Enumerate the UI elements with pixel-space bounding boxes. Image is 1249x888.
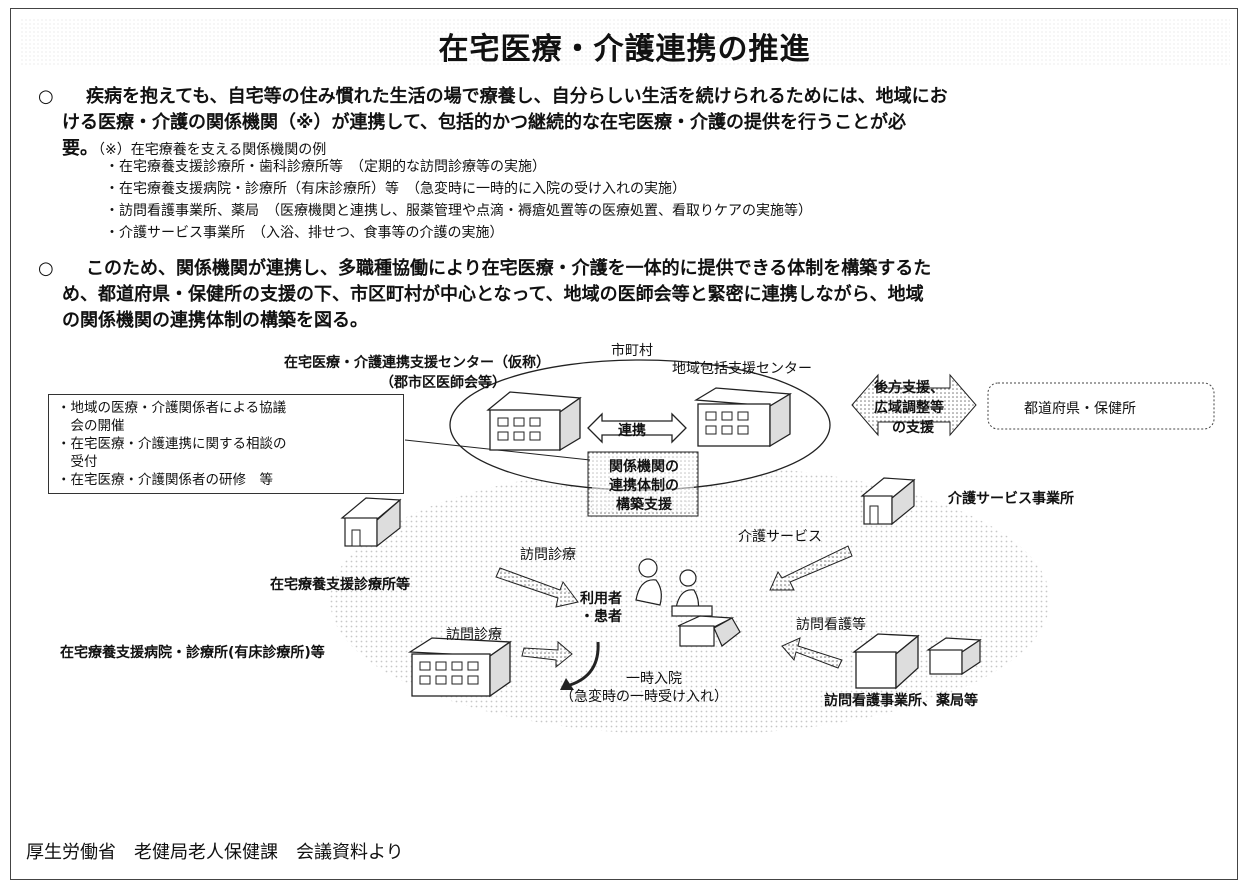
prefecture-label: 都道府県・保健所 (1024, 401, 1136, 417)
temp-admission-label: 一時入院 (626, 671, 682, 687)
role-line: ・在宅医療・介護関係者の研修 等 (57, 472, 273, 488)
community-center-building-icon (693, 387, 793, 448)
para1-line-3: 要。 (62, 138, 98, 159)
home-visit-arrow-1 (495, 567, 579, 608)
nursing-visit-arrow (781, 637, 843, 669)
patient-home-icon (677, 615, 741, 647)
slide-frame (10, 8, 1238, 880)
bullet-circle: ○ (38, 86, 54, 107)
para2-line-3: の関係機関の連携体制の構築を図る。 (62, 310, 368, 331)
patient-label: 利用者 ・患者 (580, 590, 622, 626)
role-line: 会の開催 (57, 418, 125, 434)
clinic-label: 在宅療養支援診療所等 (270, 577, 410, 593)
renkei-arrow (587, 412, 687, 444)
temp-admission-sublabel: （急変時の一時受け入れ） (560, 689, 728, 705)
para1-line-1: 疾病を抱えても、自宅等の住み慣れた生活の場で療養し、自分らしい生活を続けられるた… (86, 86, 948, 107)
support-line: 後方支援、 (874, 380, 944, 396)
patient-family-icon (635, 558, 713, 617)
home-visit-label-1: 訪問診療 (520, 547, 576, 563)
support-center-building-icon (486, 391, 582, 452)
example-item: ・介護サービス事業所 （入浴、排せつ、食事等の介護の実施） (105, 225, 504, 241)
prefecture-box (987, 382, 1215, 430)
care-service-arrow (769, 545, 853, 591)
hospital-building-icon (407, 637, 512, 698)
nursing-office-building-icon (852, 633, 982, 690)
slide-title: 在宅医療・介護連携の推進 (438, 32, 811, 67)
paragraph-2: ○ このため、関係機関が連携し、多職種協働により在宅医療・介護を一体的に提供でき… (38, 256, 1218, 334)
care-office-label: 介護サービス事業所 (948, 491, 1074, 507)
source-footer: 厚生労働省 老健局老人保健課 会議資料より (26, 842, 404, 863)
temp-admission-curve (569, 641, 600, 687)
role-line: ・地域の医療・介護関係者による協議 (57, 400, 287, 416)
paragraph-1: ○ 疾病を抱えても、自宅等の住み慣れた生活の場で療養し、自分らしい生活を続けられ… (38, 84, 1218, 163)
support-arrow (851, 373, 977, 437)
example-item: ・在宅療養支援診療所・歯科診療所等 （定期的な訪問診療等の実施） (105, 159, 546, 175)
system-support-label: 関係機関の 連携体制の 構築支援 (596, 458, 692, 515)
support-center-sublabel: （郡市区医師会等） (380, 375, 506, 391)
hospital-label: 在宅療養支援病院・診療所(有床診療所)等 (60, 645, 325, 661)
home-visit-label-2: 訪問診療 (446, 627, 502, 643)
para1-line-2: ける医療・介護の関係機関（※）が連携して、包括的かつ継続的な在宅医療・介護の提供… (62, 112, 907, 133)
para2-line-2: め、都道府県・保健所の支援の下、市区町村が中心となって、地域の医師会等と緊密に連… (62, 284, 924, 305)
support-line: 広域調整等 (874, 400, 944, 416)
nursing-office-label: 訪問看護事業所、薬局等 (824, 693, 978, 709)
clinic-house-icon (340, 497, 402, 548)
nursing-visit-label: 訪問看護等 (796, 617, 866, 633)
examples-list: ・在宅療養支援診療所・歯科診療所等 （定期的な訪問診療等の実施） ・在宅療養支援… (105, 156, 812, 244)
system-line: 関係機関の (609, 459, 679, 475)
renkei-label: 連携 (618, 423, 646, 439)
example-note: （※）在宅療養を支える関係機関の例 (98, 142, 327, 158)
support-label: 後方支援、 広域調整等 の支援 (874, 378, 944, 438)
care-service-label: 介護サービス (738, 529, 822, 545)
home-visit-arrow-2 (521, 640, 573, 669)
bullet-circle: ○ (38, 258, 54, 279)
support-line: の支援 (892, 420, 934, 436)
example-item: ・在宅療養支援病院・診療所（有床診療所）等 （急変時に一時的に入院の受け入れの実… (105, 181, 686, 197)
system-line: 連携体制の (609, 478, 679, 494)
role-line: ・在宅医療・介護連携に関する相談の (57, 436, 287, 452)
example-item: ・訪問看護事業所、薬局 （医療機関と連携し、服薬管理や点滴・褥瘡処置等の医療処置… (105, 203, 812, 219)
title-background (20, 18, 1230, 66)
role-line: 受付 (57, 454, 98, 470)
care-office-house-icon (860, 477, 916, 526)
patient-line: 利用者 (580, 591, 622, 607)
city-label: 市町村 (611, 343, 653, 359)
patient-line: ・患者 (580, 609, 622, 625)
para2-line-1: このため、関係機関が連携し、多職種協働により在宅医療・介護を一体的に提供できる体… (86, 258, 932, 279)
system-line: 構築支援 (616, 497, 672, 513)
center-roles-box: ・地域の医療・介護関係者による協議 会の開催 ・在宅医療・介護連携に関する相談の… (48, 394, 404, 494)
support-center-label: 在宅医療・介護連携支援センター（仮称） (284, 355, 550, 371)
community-center-label: 地域包括支援センター (672, 361, 812, 377)
